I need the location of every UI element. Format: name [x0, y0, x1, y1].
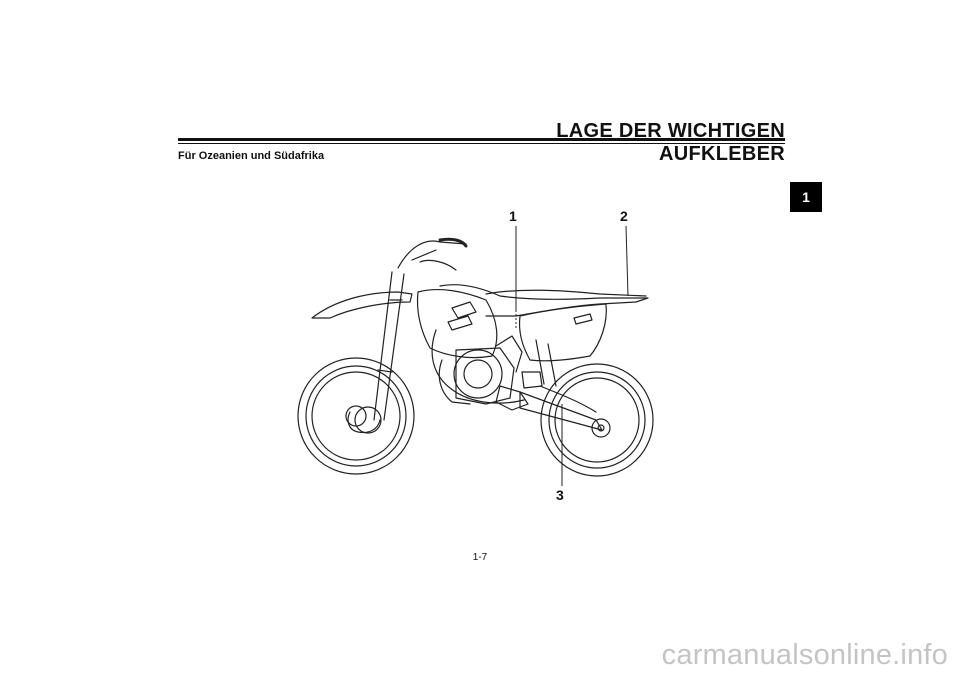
chapter-tab[interactable]: 1 [790, 182, 822, 212]
engine [438, 335, 543, 411]
callout-label-1: 1 [509, 208, 517, 224]
header-rule-thin [178, 143, 785, 144]
page-title: LAGE DER WICHTIGEN AUFKLEBER [556, 120, 785, 165]
front-fender [311, 291, 413, 319]
callout-lines [515, 225, 629, 486]
exhaust [431, 329, 525, 404]
seat [485, 289, 647, 297]
page-number: 1-7 [472, 552, 488, 563]
front-fork [373, 271, 405, 421]
front-wheel [297, 357, 415, 475]
rear-wheel [540, 363, 654, 477]
region-subtitle: Für Ozeanien und Südafrika [178, 150, 325, 162]
side-panel [518, 303, 607, 362]
watermark: carmanualsonline.info [661, 639, 948, 671]
callout-label-2: 2 [620, 208, 628, 224]
callout-line-2 [625, 225, 629, 297]
radiator-shroud [416, 289, 498, 359]
header-rule [178, 138, 785, 141]
swingarm [519, 391, 603, 431]
callout-label-3: 3 [556, 487, 564, 503]
